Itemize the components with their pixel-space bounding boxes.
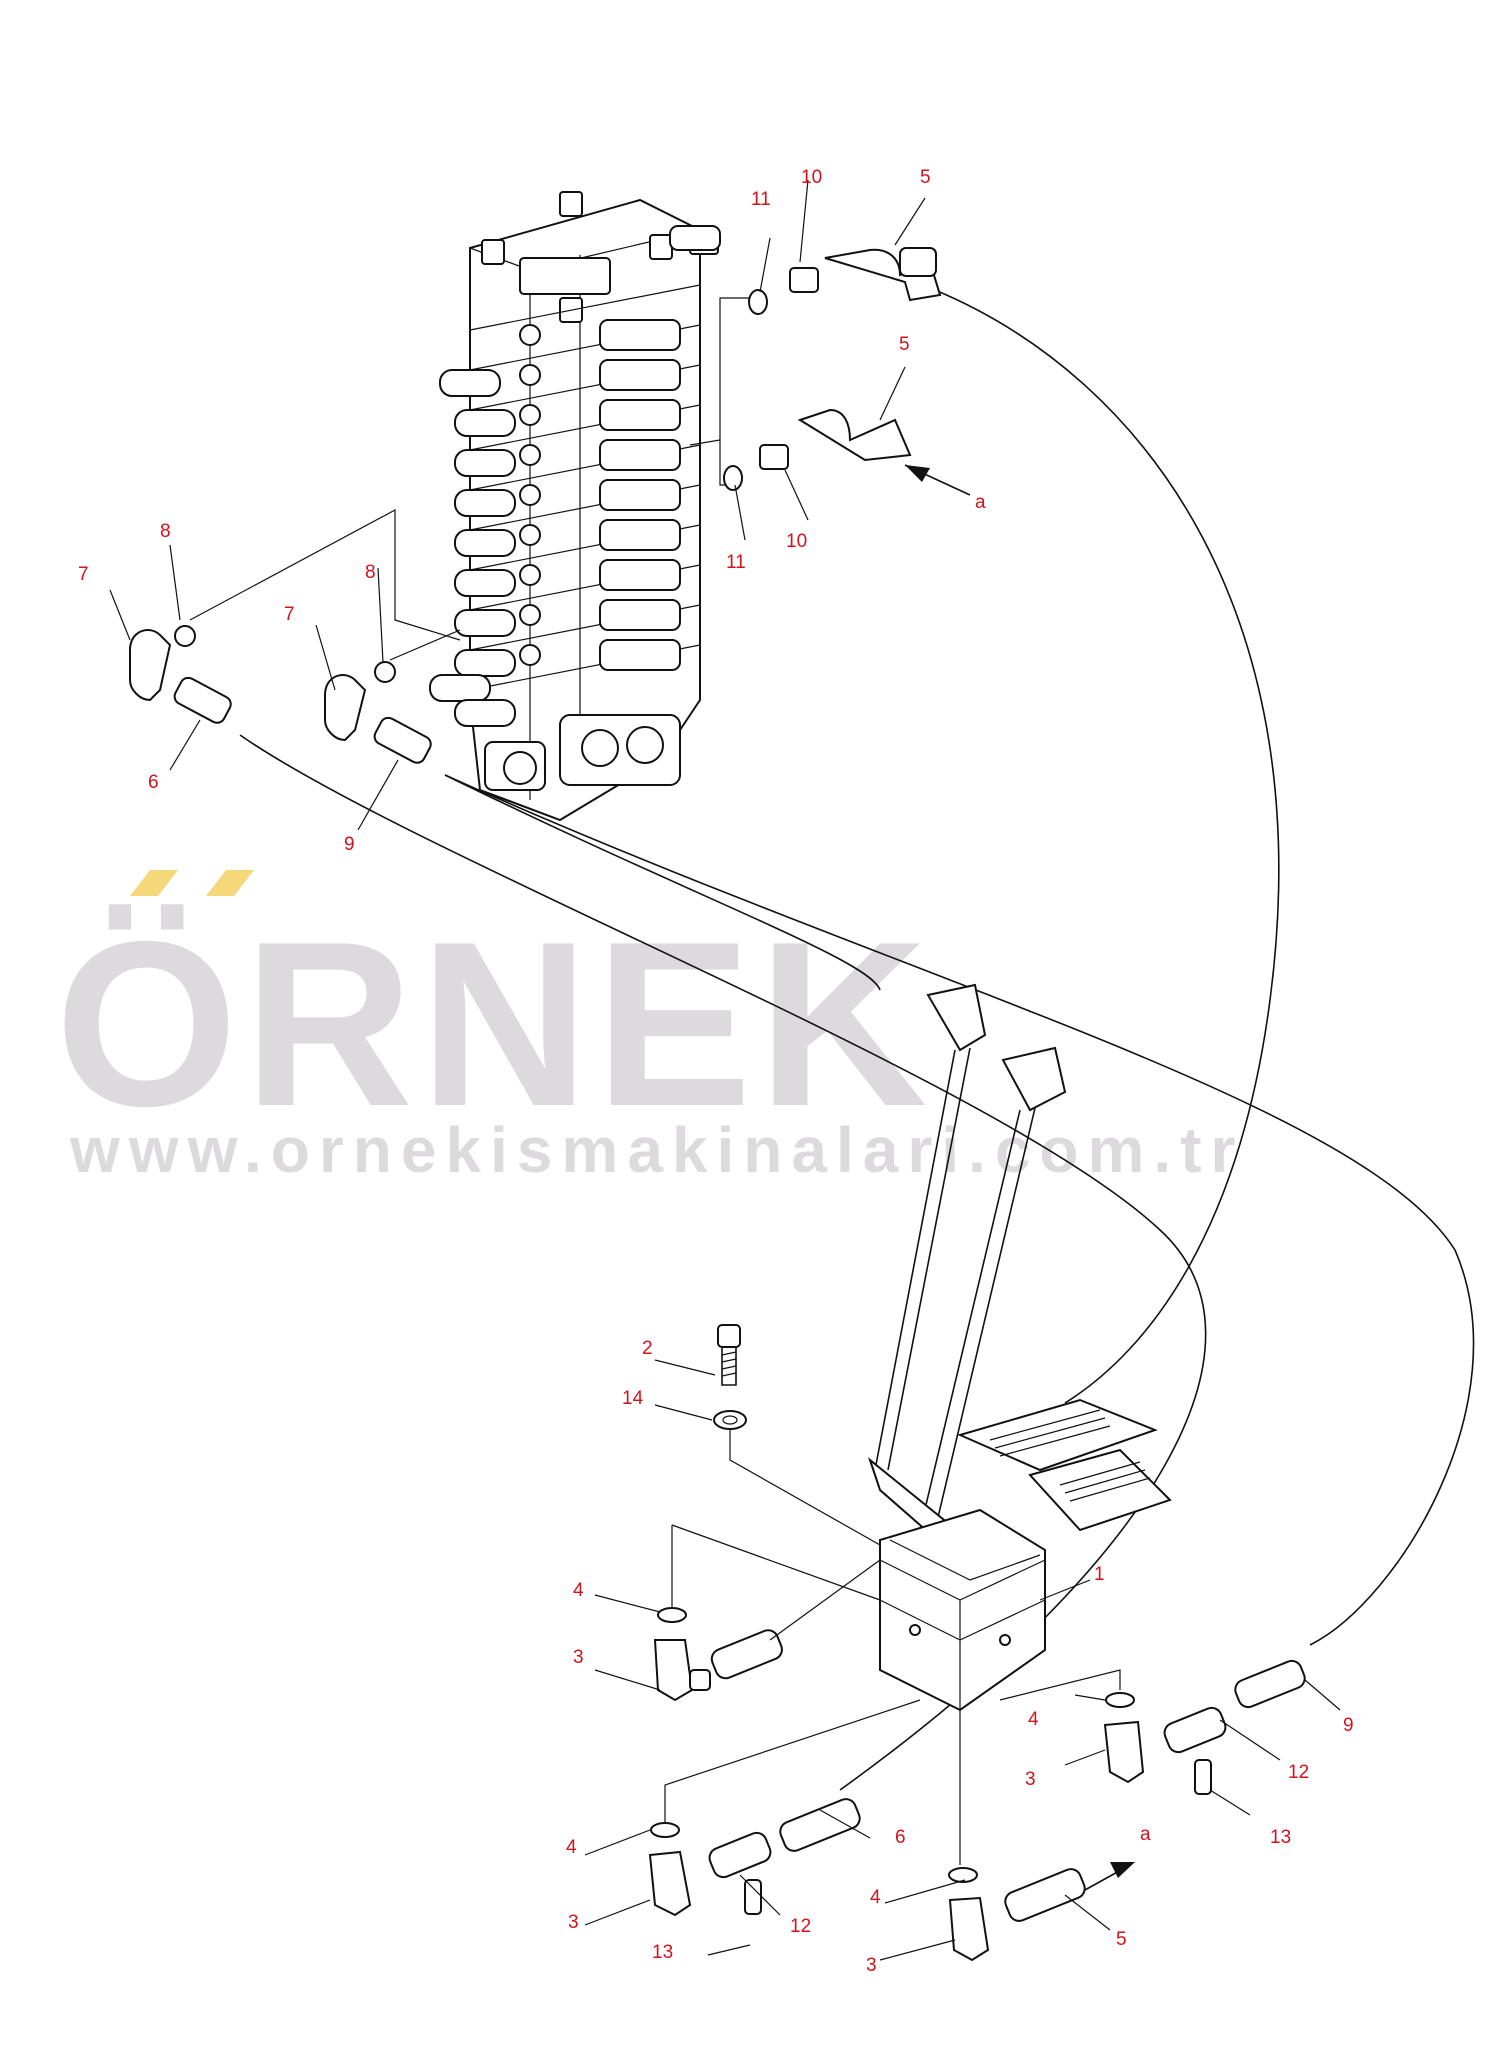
pilot-hoses [239,289,1475,1791]
callout-3-b: 3 [1025,1769,1036,1790]
callout-14: 14 [622,1388,644,1409]
callout-11-mid: 11 [726,552,746,573]
left-fittings [129,625,432,764]
marker-a-top: a [975,492,986,513]
bolt-and-washer [713,1324,881,1546]
callout-13-left: 13 [652,1942,673,1963]
umlaut-mark-left [130,870,178,896]
callout-3-a: 3 [573,1647,584,1668]
callout-10-mid: 10 [786,531,807,552]
callout-labels: 5 10 11 5 a 11 10 8 7 8 7 6 9 2 14 1 4 3… [78,167,1354,1976]
callout-5-mid: 5 [899,334,910,355]
watermark-url: www.ornekismakinalari.com.tr [69,1114,1244,1186]
callout-3-d: 3 [866,1955,877,1976]
callout-1: 1 [1094,1564,1105,1585]
pilot-valve-body [879,1508,1046,1712]
marker-a-bottom: a [1140,1824,1151,1845]
callout-4-c: 4 [566,1837,577,1858]
callout-10-top: 10 [801,167,822,188]
callout-4-d: 4 [870,1887,881,1908]
callout-9-right: 9 [1343,1715,1354,1736]
callout-8-left: 8 [160,521,171,542]
control-valve-assembly [429,191,721,822]
callout-2: 2 [642,1338,653,1359]
direction-arrows [904,464,1135,1891]
umlaut-mark-right [206,870,254,896]
watermark-brand: ÖRNEK [55,892,934,1155]
callout-5-top: 5 [920,167,931,188]
callout-4-a: 4 [573,1580,584,1601]
callout-7-right: 7 [284,604,295,625]
callout-8-right: 8 [365,562,376,583]
callout-7-left: 7 [78,564,89,585]
callout-3-c: 3 [568,1912,579,1933]
callout-4-b: 4 [1028,1709,1039,1730]
watermark: ÖRNEK www.ornekismakinalari.com.tr [55,870,1244,1186]
callout-11-top: 11 [751,189,771,210]
callout-6-left: 6 [148,772,159,793]
pedals [957,1398,1172,1532]
callout-13-right: 13 [1270,1827,1291,1848]
callout-leaders [109,179,1341,1961]
callout-9-left: 9 [344,834,355,855]
callout-12-right: 12 [1288,1762,1309,1783]
lower-fittings [648,1524,1306,1962]
callout-12-left: 12 [790,1916,811,1937]
top-fittings [723,247,942,491]
callout-6-right: 6 [895,1827,906,1848]
callout-5-bottom: 5 [1116,1929,1127,1950]
